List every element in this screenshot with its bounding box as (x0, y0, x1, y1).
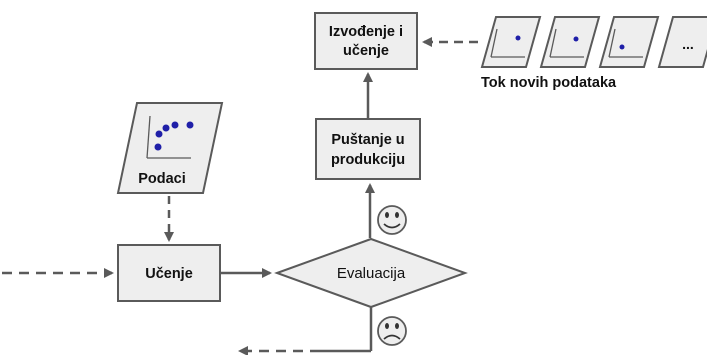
izvodjenje-label-line2: učenje (343, 43, 389, 59)
stream-frame-1 (480, 16, 542, 68)
podaci-scatter-dot (171, 121, 179, 129)
happy-face-icon (377, 205, 407, 235)
evaluacija-diamond: Evaluacija (274, 237, 468, 309)
ucenje-box: Učenje (117, 244, 221, 302)
sad-face-icon (377, 316, 407, 346)
pustanje-label-line2: produkciju (331, 152, 405, 168)
data-stream-frames: ... (480, 16, 707, 68)
stream-frame-4: ... (657, 16, 707, 68)
podaci-scatter-dot (155, 130, 163, 138)
podaci-box: Podaci (116, 102, 224, 194)
izvodjenje-label-line1: Izvođenje i (329, 24, 403, 40)
izvodjenje-box: Izvođenje i učenje (314, 12, 418, 70)
podaci-scatter-dot (162, 124, 170, 132)
stream-frame-2 (539, 16, 601, 68)
podaci-scatter-dot (186, 121, 194, 129)
stream-ellipsis: ... (682, 36, 694, 52)
podaci-label: Podaci (138, 171, 186, 187)
ucenje-label: Učenje (145, 266, 193, 282)
stream-label: Tok novih podataka (481, 75, 617, 91)
evaluacija-label: Evaluacija (337, 265, 406, 282)
pustanje-label-line1: Puštanje u (331, 132, 404, 148)
pustanje-box: Puštanje u produkciju (315, 118, 421, 180)
podaci-scatter-dot (154, 143, 162, 151)
stream-frame-3 (598, 16, 660, 68)
